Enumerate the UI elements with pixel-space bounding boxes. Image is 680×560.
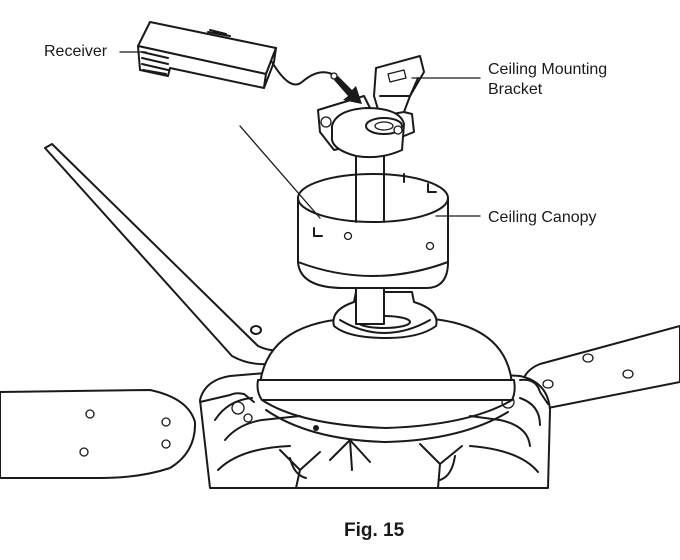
insert-direction-arrow — [334, 76, 362, 104]
receiver-label: Receiver — [44, 43, 108, 60]
canopy-label: Ceiling Canopy — [488, 209, 597, 226]
blade-upper-left — [44, 143, 286, 366]
motor-dome — [256, 317, 516, 443]
figure-caption: Fig. 15 — [344, 520, 405, 541]
bracket-label-line2: Bracket — [488, 81, 543, 98]
receiver-unit — [137, 21, 338, 89]
ceiling-canopy — [297, 173, 449, 289]
leader-lines — [119, 51, 481, 219]
blade-lower-left — [0, 389, 197, 479]
ceiling-mounting-bracket — [317, 55, 425, 159]
bracket-label-line1: Ceiling Mounting — [488, 61, 608, 78]
